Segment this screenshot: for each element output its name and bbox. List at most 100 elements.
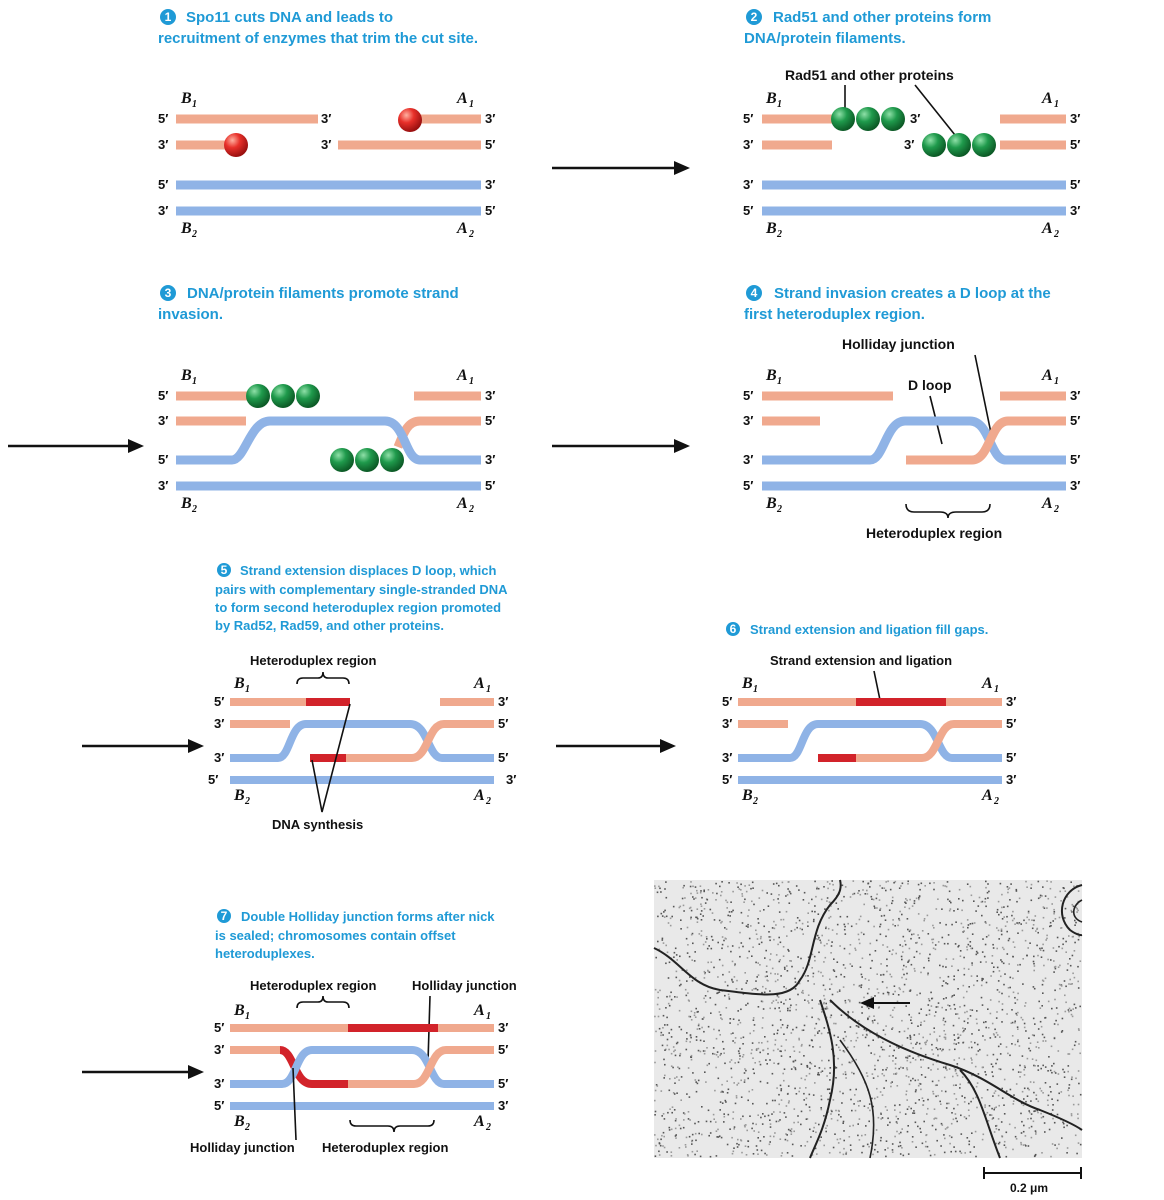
grain-dot [1020,1016,1023,1019]
grain-dot [844,1031,846,1033]
grain-dot [835,1109,837,1112]
grain-dot [981,979,983,982]
grain-dot [829,1092,831,1095]
leader-line [873,670,881,701]
grain-dot [934,1084,937,1087]
grain-dot [680,983,682,986]
grain-dot [949,1008,952,1010]
grain-dot [733,1128,735,1130]
grain-dot [898,987,901,989]
grain-dot [1051,1071,1053,1074]
grain-dot [672,1092,675,1094]
grain-dot [836,1119,839,1122]
grain-dot [817,887,820,890]
grain-dot [966,946,968,948]
grain-dot [1001,1003,1004,1005]
grain-dot [882,944,884,946]
grain-dot [710,947,713,950]
grain-dot [802,899,805,901]
grain-dot [670,998,673,1001]
grain-dot [747,1140,750,1142]
grain-dot [975,1096,977,1099]
grain-dot [905,902,907,904]
grain-dot [790,1004,792,1007]
grain-dot [945,923,947,926]
grain-dot [828,1152,831,1154]
grain-dot [822,975,824,977]
grain-dot [676,996,678,998]
grain-dot [1069,978,1071,981]
grain-dot [669,1078,671,1080]
grain-dot [967,1081,970,1084]
gene-subscript: 2 [468,504,474,515]
grain-dot [715,1066,717,1069]
gene-subscript: 2 [752,796,758,807]
grain-dot [1020,1071,1022,1073]
grain-dot [798,1090,800,1093]
grain-dot [719,1014,722,1016]
grain-dot [927,1067,930,1069]
grain-dot [1077,1070,1080,1072]
grain-dot [907,880,909,883]
grain-dot [923,919,925,922]
grain-dot [841,1063,843,1066]
grain-dot [833,970,836,972]
grain-dot [800,1077,803,1080]
grain-dot [880,1118,882,1120]
grain-dot [1049,887,1052,890]
grain-dot [833,958,835,960]
grain-dot [883,1049,886,1051]
grain-dot [967,924,970,926]
grain-dot [946,1127,948,1129]
grain-dot [814,1027,816,1030]
grain-dot [988,1105,991,1107]
grain-dot [902,1154,905,1157]
grain-dot [839,945,841,947]
grain-dot [1008,963,1010,965]
grain-dot [1070,1113,1073,1115]
step-6-panel: 6 Strand extension and ligation fill gap… [722,622,1016,807]
grain-dot [916,1041,918,1044]
grain-dot [669,995,671,997]
grain-dot [899,1145,902,1147]
grain-dot [1023,1068,1025,1071]
arrow-icon [552,439,690,453]
grain-dot [660,912,663,915]
grain-dot [879,1091,882,1093]
grain-dot [977,905,980,907]
grain-dot [1012,1068,1014,1071]
grain-dot [969,923,972,925]
grain-dot [900,1066,902,1069]
grain-dot [778,884,780,887]
grain-dot [927,1004,930,1006]
grain-dot [879,923,882,926]
grain-dot [849,1144,852,1146]
grain-dot [867,1018,869,1020]
grain-dot [1054,1144,1056,1146]
grain-dot [883,1074,885,1077]
grain-dot [1013,946,1016,948]
grain-dot [694,1132,697,1135]
grain-dot [860,973,863,976]
step-3-panel: 3 DNA/protein filaments promote strand i… [158,285,495,515]
grain-dot [795,1008,797,1011]
grain-dot [832,1099,835,1101]
grain-dot [750,1052,753,1055]
grain-dot [689,906,692,909]
grain-dot [696,1150,698,1152]
gene-subscript: 2 [1053,504,1059,515]
grain-dot [740,911,743,914]
grain-dot [1011,1009,1013,1011]
grain-dot [687,1067,690,1069]
strand-end-label: 3′ [498,1020,508,1035]
grain-dot [717,976,719,978]
arrow-icon [82,1065,204,1079]
strand-end-label: 3′ [1006,694,1016,709]
grain-dot [769,939,771,942]
grain-dot [855,1058,857,1061]
grain-dot [858,890,860,892]
step-5-panel: 5 Strand extension displaces D loop, whi… [208,563,516,832]
grain-dot [812,920,815,923]
grain-dot [818,1067,821,1069]
grain-dot [817,1072,820,1074]
